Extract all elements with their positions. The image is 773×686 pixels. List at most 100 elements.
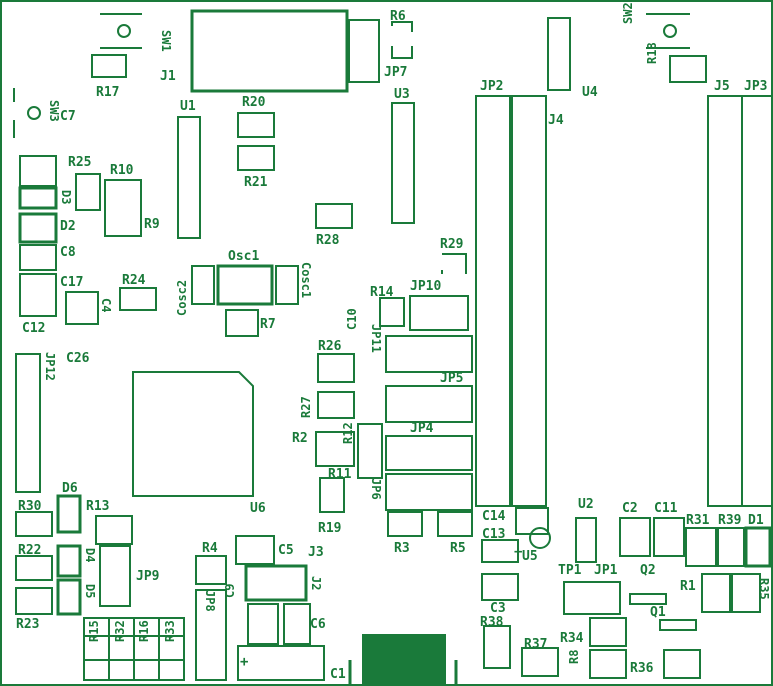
pad-r35: [731, 573, 761, 613]
label-d4: D4: [83, 548, 97, 562]
label-j5: J5: [714, 79, 730, 94]
pad-cosc2: [191, 265, 215, 305]
label-r12: R12: [341, 422, 355, 444]
label-d6: D6: [62, 481, 78, 496]
header-jp1: [563, 581, 621, 615]
label-r30: R30: [18, 499, 42, 514]
header-jp8: [195, 589, 227, 681]
label-r32: R32: [113, 620, 127, 642]
label-r18: R18: [645, 42, 659, 64]
connector-j2: [244, 564, 308, 602]
label-cosc2: Cosc2: [175, 280, 189, 316]
label-r27: R27: [299, 396, 313, 418]
label-u6: U6: [250, 501, 266, 516]
label-plus_c1: +: [240, 654, 248, 670]
label-r1: R1: [680, 579, 696, 594]
pad-d3: [18, 186, 58, 210]
label-r24: R24: [122, 273, 146, 288]
pad-d5: [56, 578, 82, 616]
label-jp2: JP2: [480, 79, 503, 94]
label-c10: C10: [345, 308, 359, 330]
header-jp10: [409, 295, 469, 331]
label-c12: C12: [22, 321, 45, 336]
pad-r39: [717, 527, 745, 567]
pad-r10: [104, 179, 142, 237]
pad-c11: [653, 517, 685, 557]
pad-r17: [91, 54, 127, 78]
label-r28: R28: [316, 233, 340, 248]
pad-r27: [317, 391, 355, 419]
pad-r36: [663, 649, 701, 679]
header-jp11: [385, 335, 473, 373]
label-jp9: JP9: [136, 569, 159, 584]
label-r29: R29: [440, 237, 463, 252]
label-r19: R19: [318, 521, 341, 536]
label-u5: U5: [522, 549, 538, 564]
label-u4: U4: [582, 85, 598, 100]
label-c1: C1: [330, 667, 346, 682]
header-jp12: [15, 353, 41, 493]
label-r38: R38: [480, 615, 504, 630]
label-r10: R10: [110, 163, 134, 178]
label-jp6: JP6: [369, 478, 383, 500]
label-jp3: JP3: [744, 79, 767, 94]
label-r14: R14: [370, 285, 394, 300]
switch-sw2: [646, 13, 690, 49]
label-u1: U1: [180, 99, 196, 114]
label-c17: C17: [60, 275, 83, 290]
label-r37: R37: [524, 637, 547, 652]
label-u3: U3: [394, 87, 410, 102]
label-r36: R36: [630, 661, 654, 676]
pad-r5: [437, 511, 473, 537]
pad-r3: [387, 511, 423, 537]
label-d2: D2: [60, 219, 76, 234]
label-c2: C2: [622, 501, 638, 516]
label-r7: R7: [260, 317, 276, 332]
label-c26: C26: [66, 351, 90, 366]
label-jp12: JP12: [43, 352, 57, 381]
label-r33: R33: [163, 620, 177, 642]
label-q1: Q1: [650, 605, 666, 620]
pad-c8: [19, 244, 57, 271]
header-j5: [707, 95, 743, 507]
pad-c1: [237, 645, 325, 681]
label-r9: R9: [144, 217, 160, 232]
label-r4: R4: [202, 541, 218, 556]
label-r31: R31: [686, 513, 710, 528]
ic-u3: [391, 102, 415, 224]
label-sw1: SW1: [159, 30, 173, 52]
pad-c4: [65, 291, 99, 325]
label-q2: Q2: [640, 563, 656, 578]
pad-r11: [319, 477, 345, 513]
header-jp4: [385, 435, 473, 471]
pad-r21: [237, 145, 275, 171]
pad-c7: [19, 155, 57, 187]
pad-r24: [119, 287, 157, 311]
pad-c9: [247, 603, 279, 645]
label-jp11: JP11: [369, 324, 383, 353]
label-cosc1: Cosc1: [299, 262, 313, 298]
label-jp8: JP8: [203, 590, 217, 612]
pad-r1: [701, 573, 731, 613]
label-plus_c13: +: [514, 544, 522, 560]
label-sw3: SW3: [47, 100, 61, 122]
pad-c14: [515, 507, 549, 535]
label-r13: R13: [86, 499, 109, 514]
pad-d6: [56, 494, 82, 534]
pad-r23: [15, 587, 53, 615]
label-d1: D1: [748, 513, 764, 528]
pad-r28: [315, 203, 353, 229]
label-c14: C14: [482, 509, 506, 524]
label-jp10: JP10: [410, 279, 441, 294]
header-j4: [511, 95, 547, 507]
connector-power: [362, 634, 446, 684]
pad-r26: [317, 353, 355, 383]
pad-r13: [95, 515, 133, 545]
label-osc1: Osc1: [228, 249, 259, 264]
switch-sw3: [13, 88, 41, 138]
pad-d4: [56, 544, 82, 578]
label-c7: C7: [60, 109, 76, 124]
pad-r38: [483, 625, 511, 669]
label-sw2: SW2: [621, 2, 635, 24]
